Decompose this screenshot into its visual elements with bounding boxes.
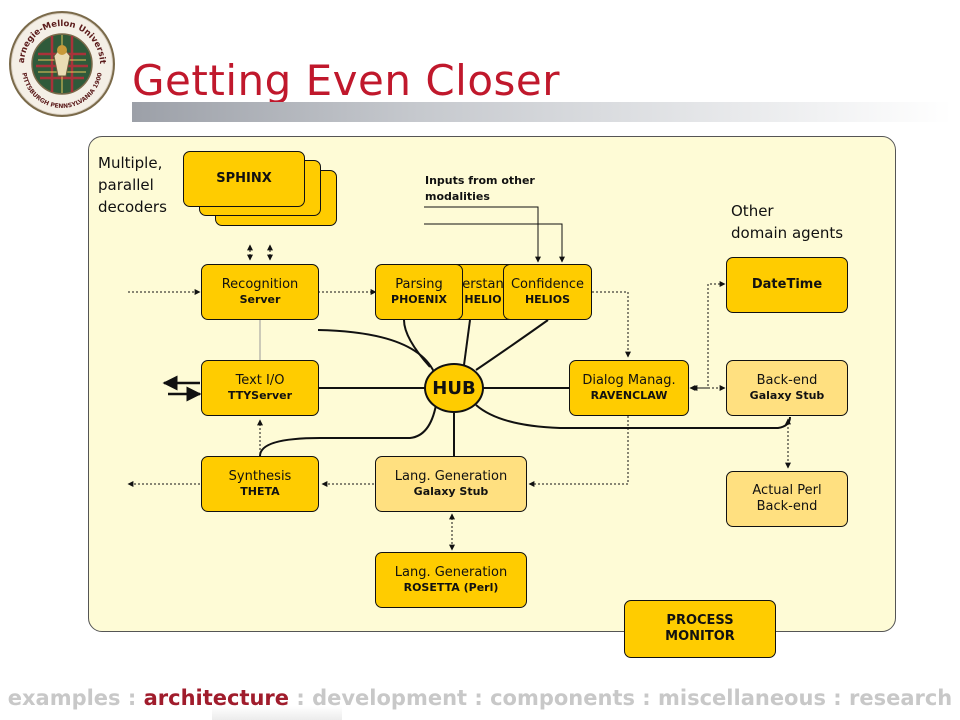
footer-sep: : [289, 686, 313, 710]
footer-development[interactable]: development [312, 686, 468, 710]
multiple-line3: decoders [98, 198, 167, 216]
footer-miscellaneous[interactable]: miscellaneous [658, 686, 826, 710]
other-domain-agents-label: Other domain agents [731, 200, 843, 244]
inputs-line1: Inputs from other [425, 174, 535, 187]
footer-examples[interactable]: examples [7, 686, 121, 710]
backend-node: Back-end Galaxy Stub [726, 360, 848, 416]
footer-active-shadow [212, 706, 342, 720]
dialog-datetime-arrow [689, 281, 726, 391]
synthesis-sub: THETA [240, 485, 280, 499]
sphinx-node: SPHINX [183, 151, 305, 207]
synthesis-title: Synthesis [228, 469, 292, 484]
recognition-title: Recognition [221, 277, 299, 292]
footer-components[interactable]: components [490, 686, 635, 710]
monitor-line2: MONITOR [665, 629, 735, 644]
cmu-seal-logo: Carnegie-Mellon University PITTSBURGH PE… [8, 10, 115, 117]
hub-spokes [259, 319, 791, 457]
actual-perl-backend-node: Actual Perl Back-end [726, 471, 848, 527]
footer-architecture[interactable]: architecture [143, 686, 290, 710]
understanding-sub: HELIO [464, 293, 502, 307]
text-io-arrows [162, 375, 202, 402]
parsing-title: Parsing [395, 277, 443, 292]
perl-line2: Back-end [756, 499, 818, 514]
title-underline-bar [132, 102, 952, 122]
dialog-title: Dialog Manag. [582, 373, 676, 388]
footer-sep: : [635, 686, 659, 710]
recognition-sub: Server [239, 293, 281, 307]
datetime-label: DateTime [751, 276, 823, 292]
confidence-title: Confidence [510, 277, 585, 292]
other-line1: Other [731, 202, 774, 220]
hub-node: HUB [424, 363, 484, 413]
textio-node: Text I/O TTYServer [201, 360, 319, 416]
recognition-node: Recognition Server [201, 264, 319, 320]
confidence-sub: HELIOS [524, 293, 571, 307]
inputs-arrow-b [424, 223, 565, 263]
spoke-parsing [403, 319, 431, 368]
dialog-langgen-arrow [528, 416, 629, 487]
inputs-other-modalities-label: Inputs from other modalities [425, 173, 535, 205]
langgen1-title: Lang. Generation [394, 469, 508, 484]
dialog-sub: RAVENCLAW [590, 389, 668, 403]
langgen2-sub: ROSETTA (Perl) [403, 581, 499, 595]
footer-sep: : [825, 686, 849, 710]
perl-line1: Actual Perl [752, 482, 822, 498]
multiple-line1: Multiple, [98, 154, 163, 172]
inputs-arrow-a [424, 206, 541, 263]
sphinx-label: SPHINX [216, 170, 272, 186]
parsing-sub: PHOENIX [391, 293, 447, 307]
spoke-synthesis [259, 404, 437, 457]
langgen-rosetta-node: Lang. Generation ROSETTA (Perl) [375, 552, 527, 608]
dialog-manager-node: Dialog Manag. RAVENCLAW [569, 360, 689, 416]
monitor-line1: PROCESS [666, 612, 734, 628]
other-line2: domain agents [731, 224, 844, 242]
footer-sep: : [467, 686, 491, 710]
spoke-recognition [317, 329, 435, 373]
synthesis-node: Synthesis THETA [201, 456, 319, 512]
confidence-dialog-arrow [592, 291, 631, 358]
spoke-understanding [463, 319, 471, 366]
backend-title: Back-end [756, 373, 818, 388]
process-monitor-node: PROCESS MONITOR [624, 600, 776, 658]
datetime-node: DateTime [726, 257, 848, 313]
parsing-node: Parsing PHOENIX [375, 264, 463, 320]
confidence-node: Confidence HELIOS [503, 264, 592, 320]
multiple-line2: parallel [98, 176, 154, 194]
page-title: Getting Even Closer [132, 56, 561, 105]
thin-lines [259, 206, 565, 360]
textio-sub: TTYServer [227, 389, 293, 403]
langgen-galaxy-node: Lang. Generation Galaxy Stub [375, 456, 527, 512]
langgen2-title: Lang. Generation [394, 565, 508, 580]
spoke-confidence [475, 319, 549, 371]
inputs-line2: modalities [425, 190, 490, 203]
footer-sep: : [120, 686, 144, 710]
understanding-title: erstan [462, 277, 504, 292]
backend-sub: Galaxy Stub [749, 389, 825, 403]
langgen1-sub: Galaxy Stub [413, 485, 489, 499]
footer-nav: examples : architecture : development : … [0, 686, 960, 710]
multiple-decoders-label: Multiple, parallel decoders [98, 152, 167, 218]
textio-title: Text I/O [235, 373, 285, 388]
footer-research[interactable]: research [848, 686, 953, 710]
